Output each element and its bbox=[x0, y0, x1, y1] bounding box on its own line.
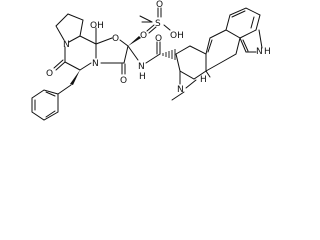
ox-o-c bbox=[119, 39, 129, 47]
oh-label: OH bbox=[90, 21, 104, 31]
a-ring-double-1 bbox=[231, 10, 246, 18]
benzene-double-3 bbox=[45, 91, 56, 97]
o-oxazolidine-label: O bbox=[112, 34, 119, 44]
n-ergoline-label: N bbox=[177, 85, 184, 95]
benzyl-ch2 bbox=[57, 84, 72, 95]
ms-s-oh bbox=[163, 24, 171, 31]
ms-o-top-label: O bbox=[156, 0, 163, 10]
methanesulfonic-acid: S O O OH bbox=[139, 0, 184, 41]
ms-oh-label: OH bbox=[170, 31, 184, 41]
n-dkp-bottom-label: N bbox=[92, 59, 99, 69]
ox-c-c bbox=[123, 45, 129, 64]
h-stereo-bond bbox=[205, 70, 211, 78]
dkp-co-left-2 bbox=[53, 59, 64, 69]
ergoline-b-ring bbox=[239, 29, 263, 53]
ms-o-left-label: O bbox=[140, 31, 147, 41]
c2-n-amide bbox=[127, 45, 139, 61]
o-amide-label: O bbox=[155, 34, 162, 44]
oxazolidine-ring bbox=[95, 37, 129, 75]
b-c-c bbox=[239, 37, 247, 53]
a-ring-bonds bbox=[225, 7, 261, 39]
dkp-n-c bbox=[68, 35, 81, 43]
ergoline-c-ring bbox=[205, 29, 241, 72]
ms-methyl bbox=[139, 15, 153, 23]
c-ring-bonds bbox=[205, 29, 241, 72]
ms-s-label: S bbox=[155, 19, 161, 29]
h-amide-label: H bbox=[139, 72, 146, 82]
a-ring-double-2 bbox=[250, 16, 255, 29]
benzyl-group bbox=[31, 70, 80, 121]
diketopiperazine-ring bbox=[53, 35, 97, 71]
pyrrolidine-bonds bbox=[55, 13, 84, 41]
ox-c-o bbox=[95, 37, 113, 45]
ms-so-left-2 bbox=[148, 26, 157, 34]
n-dkp-top-label: N bbox=[63, 40, 70, 50]
dkp-co-left bbox=[55, 61, 66, 71]
ms-so-left bbox=[146, 24, 155, 32]
nh-indole-label: N bbox=[256, 47, 263, 57]
dkp-c-c2 bbox=[64, 61, 81, 71]
n-c-ring bbox=[185, 79, 197, 89]
ergoline-a-ring bbox=[225, 7, 261, 39]
pyrrolidine-ring bbox=[55, 13, 84, 41]
h-indole-label: H bbox=[264, 47, 271, 57]
o-carbonyl-mid-label: O bbox=[120, 76, 127, 86]
benzene-double-2 bbox=[45, 110, 56, 118]
b-c-c-2 bbox=[242, 39, 249, 52]
dkp-c-c bbox=[79, 35, 97, 45]
chemical-structure-diagram: S O O OH N N O OH O O N H bbox=[31, 0, 271, 121]
benzene-bonds bbox=[31, 89, 59, 121]
c-ring-double bbox=[207, 39, 213, 53]
n-c-amide bbox=[145, 53, 161, 64]
dkp-n2-c bbox=[79, 62, 92, 71]
c2-methyl-wedge bbox=[128, 36, 141, 46]
amide-ring-hashbond bbox=[162, 49, 176, 60]
h-stereo-label: H bbox=[200, 75, 207, 85]
molecule-svg: S O O OH N N O OH O O N H bbox=[31, 0, 271, 121]
benzyl-wedge bbox=[70, 70, 80, 85]
b-n-c bbox=[258, 29, 263, 49]
o-carbonyl-left-label: O bbox=[46, 69, 53, 79]
n-methyl bbox=[171, 91, 185, 101]
n-amide-label: N bbox=[138, 62, 145, 72]
